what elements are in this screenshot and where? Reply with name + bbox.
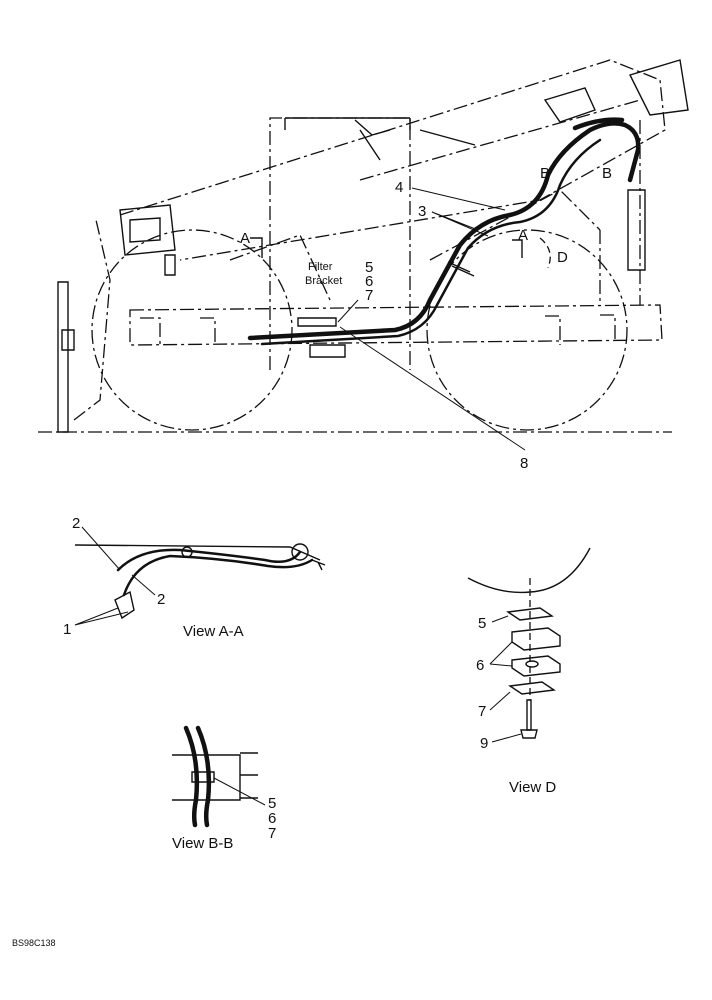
- view-d-bolt-head: [520, 729, 538, 739]
- filter-bracket: [297, 317, 337, 327]
- callout-a-right: A: [518, 227, 528, 244]
- callout-a-left: A: [240, 230, 250, 247]
- rear-wheel: [426, 229, 628, 431]
- cab-outline: [269, 117, 411, 370]
- fork-carriage: [73, 219, 111, 421]
- callout-7: 7: [365, 287, 373, 304]
- boom-outline: [119, 59, 666, 261]
- hose-top-end: [572, 117, 625, 131]
- callout-b-left: B: [540, 165, 550, 182]
- fork-plate: [61, 329, 75, 351]
- view-d-clamp-half-bottom: [511, 655, 561, 677]
- view-d-callout-7: 7: [478, 703, 486, 720]
- view-a-hose-end: [311, 559, 326, 571]
- view-d-plate-5: [506, 607, 554, 621]
- attachment-pin: [164, 254, 176, 276]
- view-d-callout-9: 9: [480, 735, 488, 752]
- view-b-title: View B-B: [172, 835, 233, 852]
- steering-column: [354, 119, 391, 161]
- callout-6: 6: [365, 273, 373, 290]
- view-d-tube-outline: [467, 547, 591, 594]
- view-d-leader-9: [491, 733, 522, 743]
- filter-body: [309, 344, 346, 358]
- boom-head: [629, 59, 689, 116]
- callout-8: 8: [520, 455, 528, 472]
- view-d-leader-7: [489, 691, 511, 711]
- wiper: [419, 129, 476, 146]
- view-d-bolt-shank: [526, 699, 532, 731]
- view-b-leader: [213, 777, 266, 806]
- view-a-a: 2 2 1 View A-A: [63, 515, 326, 640]
- view-d-title: View D: [509, 779, 556, 796]
- view-a-clamp-1: [181, 546, 193, 558]
- cab-roof: [284, 117, 411, 130]
- hose-assembly-secondary: [260, 138, 602, 346]
- front-wheel: [91, 229, 293, 431]
- view-b-hose-2: [195, 725, 212, 828]
- hose-clamp: [447, 261, 475, 277]
- view-d-callout-5: 5: [478, 615, 486, 632]
- chassis-frame: [129, 304, 663, 346]
- lift-cylinder: [627, 189, 646, 271]
- machine-side-view: Filter Bracket 4 3 A A B B D 5 6 7 8: [38, 59, 689, 472]
- view-a-leader-2-top: [81, 526, 121, 571]
- view-a-hose-1: [116, 548, 302, 572]
- boom-lower-edge: [429, 189, 601, 261]
- front-attachment: [119, 204, 176, 256]
- view-d-leader-6: [489, 641, 513, 667]
- view-b-clamp: [191, 771, 215, 783]
- fork-tine: [57, 281, 69, 433]
- view-b-ticks: [240, 752, 258, 799]
- callout-4: 4: [395, 179, 403, 196]
- leader-3: [431, 211, 489, 237]
- view-a-title: View A-A: [183, 623, 244, 640]
- filter-bracket-label-line1: Filter: [308, 261, 333, 273]
- view-d-leader-5: [491, 615, 509, 623]
- view-a-leader-1: [74, 607, 129, 626]
- view-d-clamp-hole: [525, 660, 539, 668]
- view-b-callout-5: 5: [268, 795, 276, 812]
- hose-assembly-main: [247, 121, 641, 341]
- view-d-callout-6: 6: [476, 657, 484, 674]
- view-b-hose-1: [183, 725, 200, 828]
- callout-5: 5: [365, 259, 373, 276]
- leader-4: [411, 187, 506, 211]
- callout-d: D: [557, 249, 568, 266]
- view-d: 5 6 7 9 View D: [467, 547, 591, 796]
- view-a-clamp-2: [291, 543, 309, 561]
- section-mark-a-left: [250, 237, 263, 258]
- boom-centerline: [359, 99, 641, 181]
- callout-b-right: B: [602, 165, 612, 182]
- filter-bracket-label-line2: Bracket: [305, 275, 342, 287]
- leader-5-6-7: [337, 299, 359, 323]
- view-a-fitting: [114, 590, 135, 620]
- drawing-reference: BS98C138: [12, 938, 56, 948]
- view-b-b: 5 6 7 View B-B: [172, 725, 276, 852]
- view-a-callout-2-side: 2: [157, 591, 165, 608]
- view-a-callout-2-top: 2: [72, 515, 80, 532]
- view-b-callout-7: 7: [268, 825, 276, 842]
- view-a-callout-1: 1: [63, 621, 71, 638]
- view-a-hose-2: [122, 554, 314, 597]
- view-b-callout-6: 6: [268, 810, 276, 827]
- frame-brackets: [140, 314, 616, 345]
- detail-d-arc: [539, 237, 551, 269]
- attachment-plate: [129, 217, 161, 243]
- boom-pivot: [543, 87, 596, 123]
- view-d-plate-7: [508, 681, 556, 695]
- view-d-clamp-half-top: [511, 627, 561, 651]
- leader-8: [339, 326, 526, 451]
- callout-3: 3: [418, 203, 426, 220]
- view-a-leader-2-side: [131, 574, 156, 596]
- view-a-frame-line: [74, 544, 321, 561]
- section-mark-a-right: [512, 239, 523, 258]
